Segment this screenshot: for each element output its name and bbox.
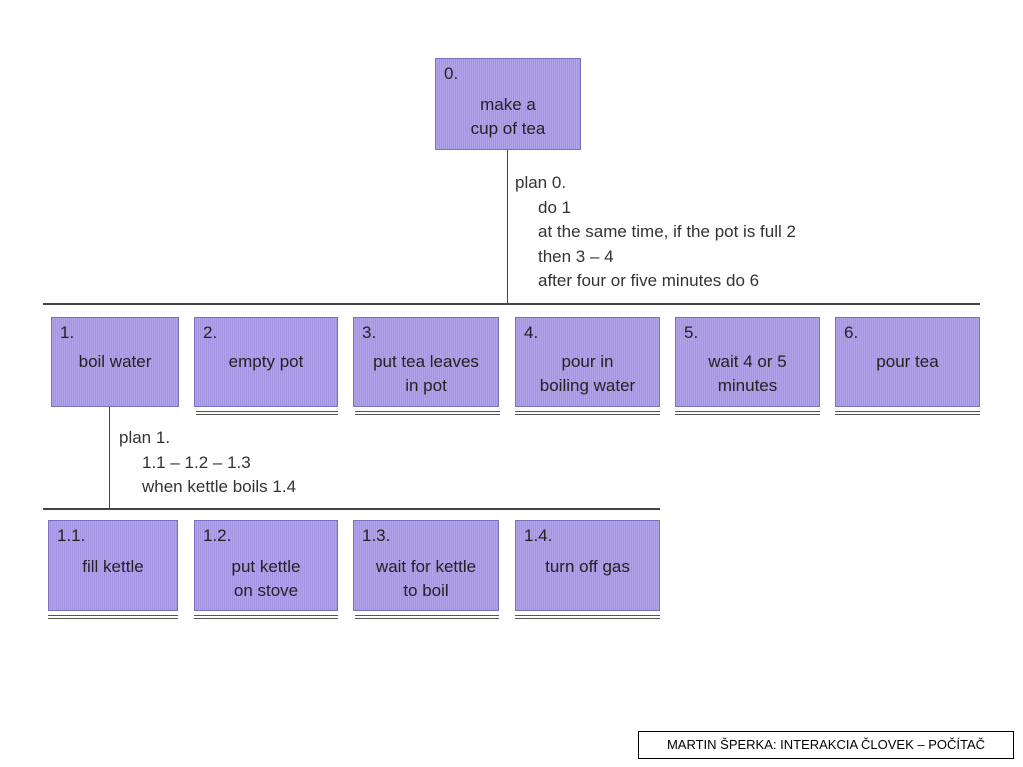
level-2-bar — [43, 508, 660, 510]
footer-credit: MARTIN ŠPERKA: INTERAKCIA ČLOVEK – POČÍT… — [638, 731, 1014, 759]
task-node-number: 3. — [362, 323, 377, 342]
task-node-number: 1.4. — [524, 526, 553, 545]
task-node-label: boil water — [78, 352, 152, 371]
leaf-marker-1-4 — [515, 615, 660, 619]
task-node-number: 6. — [844, 323, 859, 342]
task-node-label: fill kettle — [82, 557, 144, 576]
task-node-5: 5. wait 4 or 5 minutes — [675, 317, 820, 407]
task-node-label: empty pot — [228, 352, 304, 371]
task-node-number: 0. — [444, 64, 459, 83]
leaf-marker-1-3 — [355, 615, 499, 619]
task-node-number: 2. — [203, 323, 218, 342]
task-node-0: 0. make a cup of tea — [435, 58, 581, 150]
task-node-number: 1.3. — [362, 526, 391, 545]
plan-0-step: then 3 – 4 — [538, 246, 614, 266]
leaf-marker-6 — [835, 411, 980, 415]
level-1-bar — [43, 303, 980, 305]
task-node-number: 1.2. — [203, 526, 232, 545]
connector-line-root — [507, 150, 508, 304]
task-node-number: 5. — [684, 323, 699, 342]
task-node-1-3: 1.3. wait for kettle to boil — [353, 520, 499, 611]
plan-1-step: when kettle boils 1.4 — [142, 477, 297, 496]
task-node-label: wait 4 or 5 minutes — [708, 352, 787, 395]
task-node-1: 1. boil water — [51, 317, 179, 407]
leaf-marker-1-2 — [194, 615, 338, 619]
plan-1-title: plan 1. — [119, 428, 171, 447]
task-node-number: 4. — [524, 323, 539, 342]
leaf-marker-4 — [515, 411, 660, 415]
leaf-marker-1-1 — [48, 615, 178, 619]
task-node-label: pour tea — [876, 352, 939, 371]
task-node-label: wait for kettle to boil — [375, 557, 477, 600]
task-node-label: make a cup of tea — [470, 95, 546, 138]
plan-1-step: 1.1 – 1.2 – 1.3 — [142, 452, 251, 472]
leaf-marker-3 — [355, 411, 500, 415]
task-node-1-1: 1.1. fill kettle — [48, 520, 178, 611]
task-node-3: 3. put tea leaves in pot — [353, 317, 499, 407]
task-node-label: put tea leaves in pot — [373, 352, 479, 395]
task-node-label: pour in boiling water — [539, 352, 636, 395]
leaf-marker-5 — [675, 411, 820, 415]
plan-0-title: plan 0. — [515, 173, 567, 192]
task-node-2: 2. empty pot — [194, 317, 338, 407]
plan-0-step: at the same time, if the pot is full 2 — [538, 222, 796, 241]
plan-0-step: after four or five minutes do 6 — [538, 271, 760, 290]
task-node-label: turn off gas — [545, 557, 630, 576]
connector-line-1 — [109, 407, 110, 509]
task-node-1-4: 1.4. turn off gas — [515, 520, 660, 611]
task-node-1-2: 1.2. put kettle on stove — [194, 520, 338, 611]
plan-1: plan 1. 1.1 – 1.2 – 1.3 when kettle boil… — [119, 426, 296, 500]
plan-0: plan 0. do 1 at the same time, if the po… — [515, 171, 796, 294]
task-node-6: 6. pour tea — [835, 317, 980, 407]
plan-0-step: do 1 — [538, 197, 572, 217]
leaf-marker-2 — [196, 411, 338, 415]
task-node-number: 1.1. — [57, 526, 86, 545]
task-node-4: 4. pour in boiling water — [515, 317, 660, 407]
task-node-label: put kettle on stove — [231, 557, 301, 600]
task-node-number: 1. — [60, 323, 75, 342]
